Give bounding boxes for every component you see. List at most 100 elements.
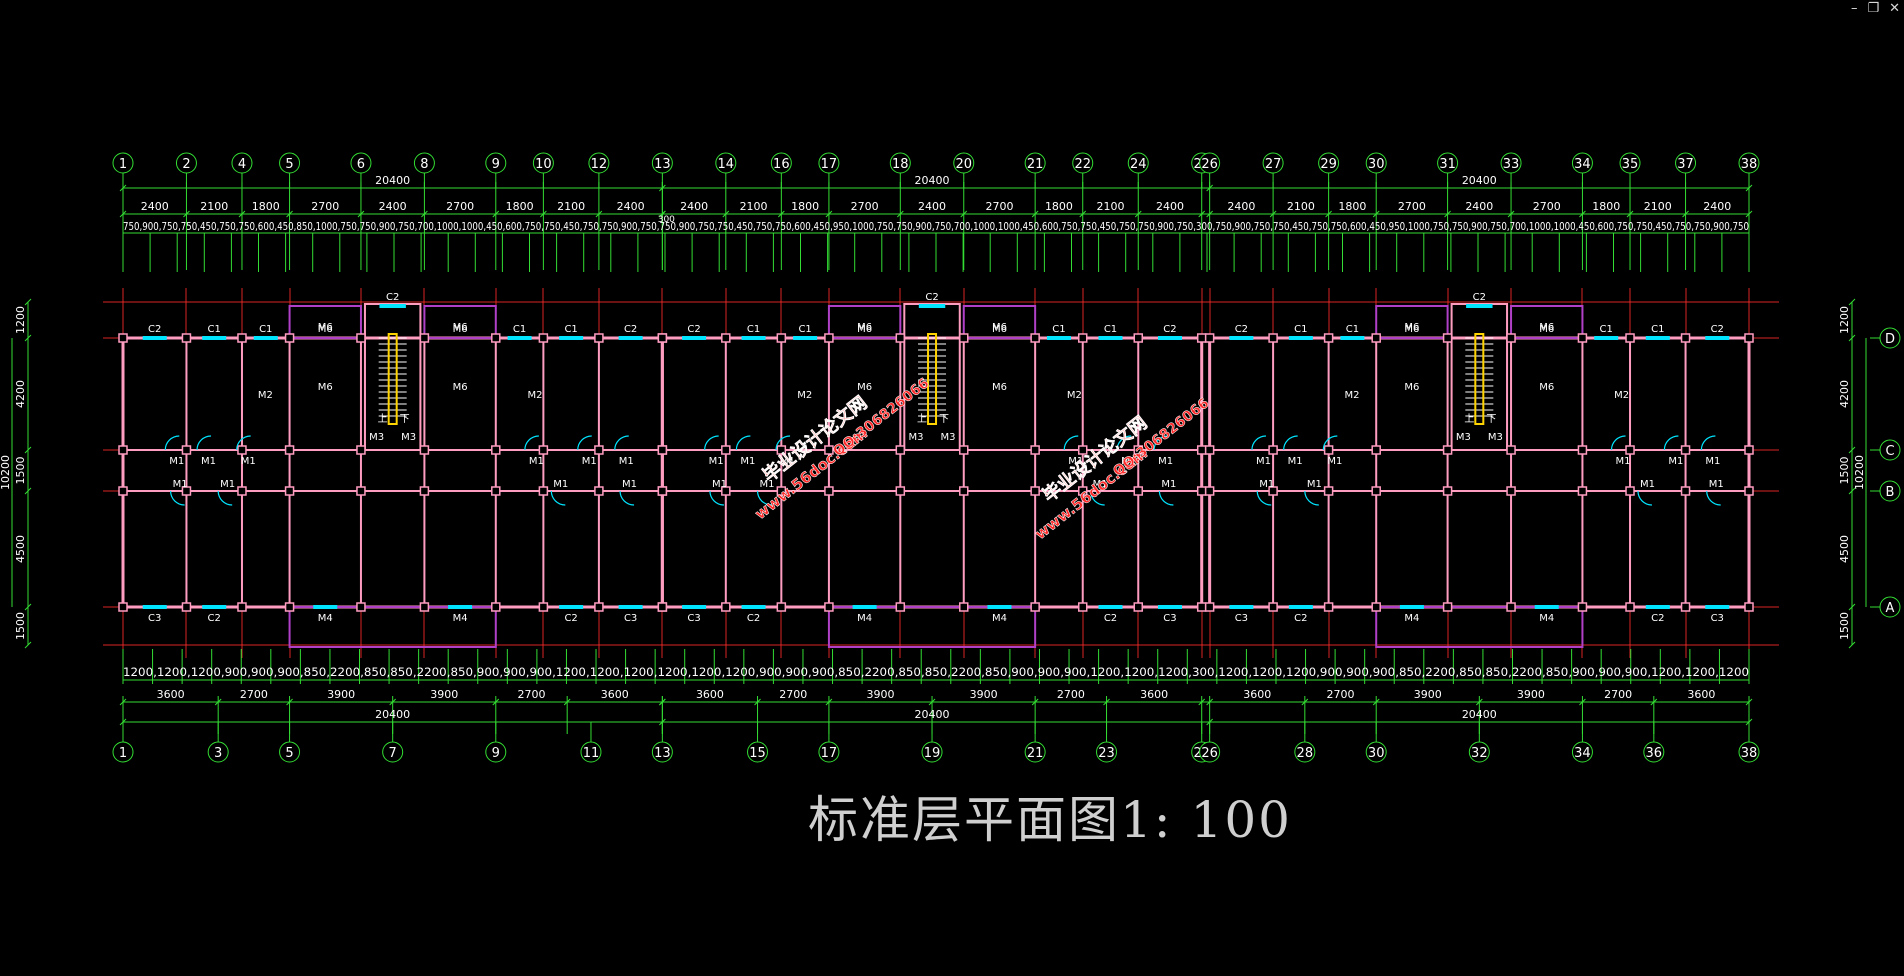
window-label: C1	[747, 324, 760, 335]
dimension-value: 2700	[851, 200, 879, 213]
door-swing	[1322, 435, 1338, 451]
structural-column	[959, 445, 969, 455]
structural-column	[419, 486, 430, 496]
axis-bubble	[1643, 741, 1665, 763]
dimension-value: 3600	[157, 688, 185, 701]
stair-window-label: C2	[1473, 292, 1486, 303]
axis-number: 27	[1265, 157, 1282, 172]
structural-column	[1133, 602, 1144, 612]
dimension-value: 2400	[1156, 200, 1184, 213]
dimension-total-vertical: 10200	[1853, 455, 1866, 490]
dimension-value-vertical: 1500	[1838, 457, 1851, 485]
axis-number: 18	[892, 157, 909, 172]
structural-column	[237, 486, 247, 496]
balcony-upper	[423, 305, 497, 339]
axis-bubble	[1879, 596, 1901, 618]
door-label-m1: M1	[1068, 456, 1083, 467]
axis-bubble	[1571, 741, 1593, 763]
window-label: C1	[798, 324, 811, 335]
door-label-m1: M1	[619, 456, 634, 467]
structural-column	[237, 445, 247, 455]
axis-bubble	[889, 152, 911, 174]
restore-button[interactable]: ❐	[1867, 1, 1880, 16]
dimension-tick	[24, 487, 32, 495]
window-label: C2	[1294, 613, 1307, 624]
structural-column	[356, 602, 366, 612]
structural-column	[284, 333, 295, 343]
structural-column	[776, 333, 787, 343]
door-label-m2: M2	[1614, 390, 1629, 401]
window-label: C2	[624, 324, 637, 335]
window-label: C3	[1711, 613, 1724, 624]
axis-number: 7	[389, 746, 397, 761]
structural-column	[1371, 602, 1381, 612]
structural-column	[895, 445, 906, 455]
balcony-upper	[962, 305, 1037, 339]
structural-column	[1506, 333, 1516, 343]
axis-bubble	[1365, 741, 1387, 763]
door-label-m2: M2	[528, 390, 543, 401]
openings	[142, 304, 1730, 609]
stair-window-label: C2	[925, 292, 938, 303]
dimension-total-vertical: 10200	[0, 455, 12, 490]
close-button[interactable]: ✕	[1889, 1, 1900, 16]
exterior-wall	[1208, 336, 1751, 609]
balcony-upper	[1375, 305, 1449, 339]
dimension-value: 3900	[1517, 688, 1545, 701]
window-label: C1	[259, 324, 272, 335]
door-label-m6: M6	[1539, 322, 1554, 333]
structural-column	[1625, 333, 1635, 343]
door-label-m6: M6	[857, 322, 872, 333]
walls	[118, 303, 1754, 648]
structural-column	[1680, 445, 1691, 455]
structural-column	[824, 486, 834, 496]
structural-column	[776, 486, 787, 496]
structural-column	[181, 486, 192, 496]
dimension-value: 2400	[1703, 200, 1731, 213]
door-swing	[1158, 490, 1174, 506]
door-label-m6: M6	[318, 382, 333, 393]
minimize-button[interactable]: –	[1850, 1, 1858, 16]
axis-number: 13	[654, 157, 671, 172]
structural-column	[118, 486, 128, 496]
structural-column	[237, 602, 247, 612]
structural-column	[538, 602, 549, 612]
door-swing	[1063, 435, 1079, 451]
stair-up-label: 上	[1464, 413, 1474, 425]
dimension-tick	[24, 446, 32, 454]
axis-bubble	[588, 152, 610, 174]
stair-handrail	[927, 333, 938, 425]
door-label-m3: M3	[401, 432, 416, 443]
axis-number: 5	[285, 746, 293, 761]
structural-column	[657, 602, 668, 612]
drawing-title: 标准层平面图1: 100	[808, 791, 1292, 849]
structural-column	[1196, 602, 1207, 612]
axis-number: 23	[1098, 746, 1115, 761]
structural-column	[1506, 445, 1516, 455]
dimension-value-vertical: 4200	[1838, 380, 1851, 408]
structural-column	[1204, 602, 1215, 612]
door-label-m1: M1	[173, 479, 188, 490]
dimension-value: 1800	[252, 200, 280, 213]
axis-bubble	[1468, 741, 1490, 763]
window-label: C3	[624, 613, 637, 624]
structural-column	[1506, 486, 1516, 496]
dimension-value: 2100	[557, 200, 585, 213]
dimension-value: 2700	[779, 688, 807, 701]
structural-column	[284, 602, 295, 612]
structural-column	[1268, 602, 1278, 612]
axis-number: 12	[591, 157, 608, 172]
window-label: C3	[1235, 613, 1248, 624]
dimension-value: 3900	[970, 688, 998, 701]
axis-bubble	[382, 741, 404, 763]
door-label-m3: M3	[1456, 432, 1471, 443]
dimension-value: 2100	[200, 200, 228, 213]
structural-column	[538, 445, 549, 455]
structural-column	[419, 445, 430, 455]
structural-column	[1030, 602, 1040, 612]
door-label-m1: M1	[1616, 456, 1631, 467]
stair-up-label: 上	[378, 413, 388, 425]
structural-column	[824, 602, 834, 612]
